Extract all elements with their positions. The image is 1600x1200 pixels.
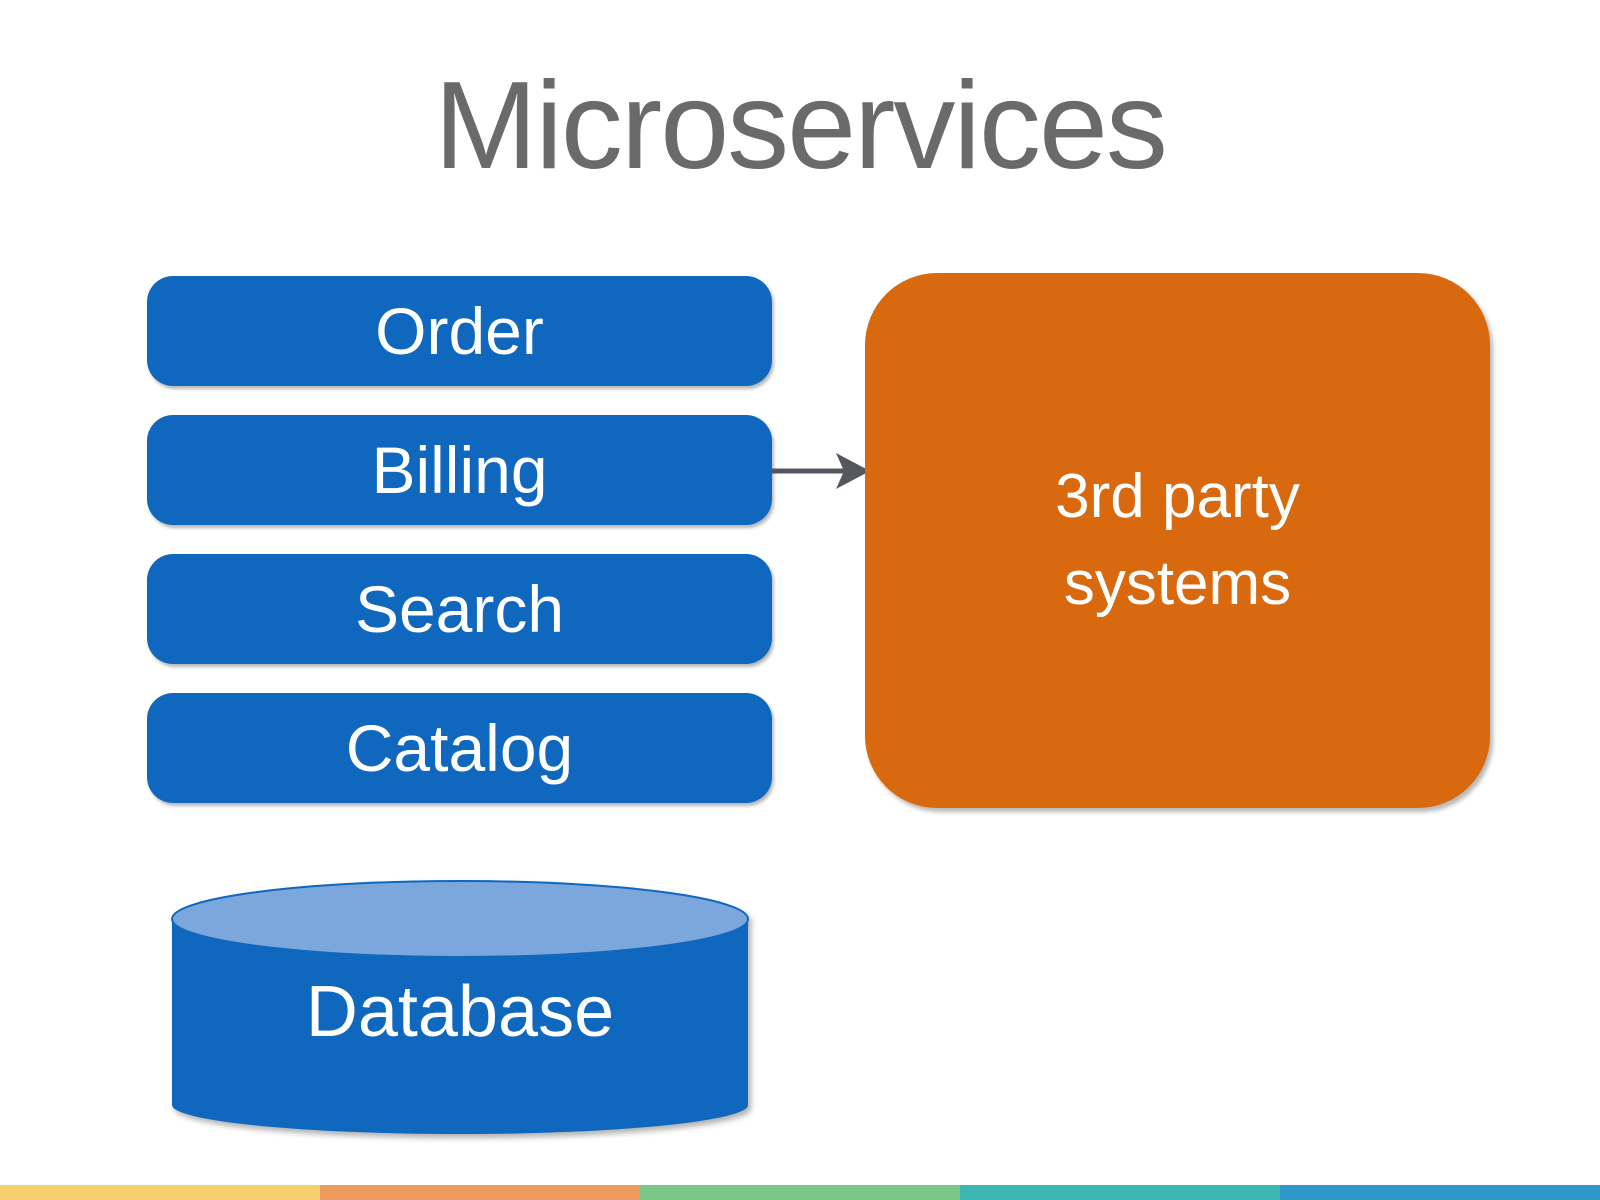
footer-stripe-segment: [1280, 1185, 1600, 1200]
footer-stripe-segment: [320, 1185, 640, 1200]
third-party-systems-label: 3rd party systems: [1055, 461, 1300, 618]
database-label: Database: [305, 972, 615, 1052]
service-label-catalog: Catalog: [345, 711, 574, 785]
footer-stripe-segment: [640, 1185, 960, 1200]
third-party-systems-box: 3rd party systems: [865, 273, 1490, 808]
service-box-order: Order: [147, 276, 772, 386]
database-cylinder-icon: [171, 880, 749, 1134]
service-label-search: Search: [354, 572, 565, 646]
slide-title: Microservices: [434, 57, 1168, 195]
service-box-billing: Billing: [147, 415, 772, 525]
billing-to-third-party-arrow-icon: [772, 453, 870, 489]
service-box-catalog: Catalog: [147, 693, 772, 803]
service-box-search: Search: [147, 554, 772, 664]
footer-stripe: [0, 1185, 1600, 1200]
service-label-billing: Billing: [371, 433, 548, 507]
service-label-order: Order: [375, 294, 544, 368]
footer-stripe-segment: [960, 1185, 1280, 1200]
footer-stripe-segment: [0, 1185, 320, 1200]
